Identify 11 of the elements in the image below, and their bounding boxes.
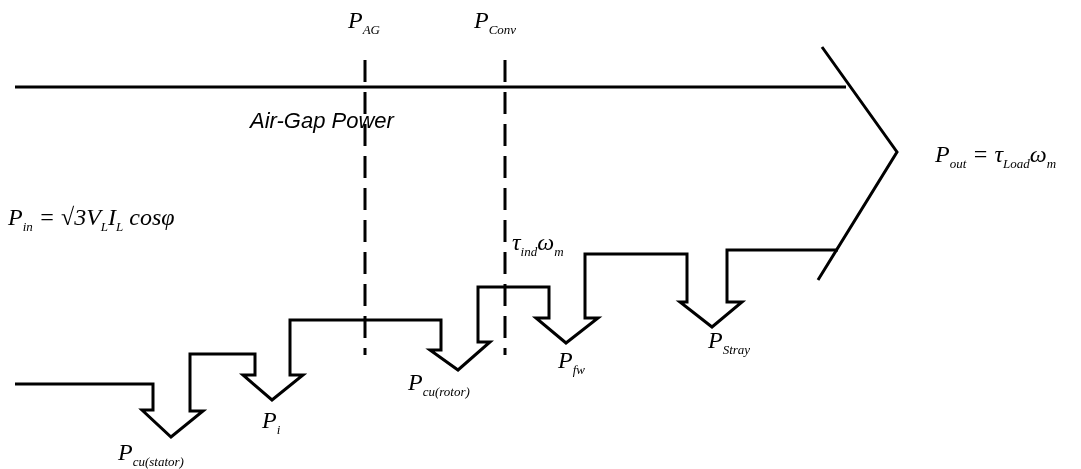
power-label: P$_{i}$ [262, 408, 281, 436]
power-label: τ$_{ind}$ω$_{m}$ [512, 230, 564, 258]
formula-label: P$_{in}$ = √3V$_{L}$I$_{L}$ cosφ [8, 205, 175, 233]
power-label: P$_{fw}$ [558, 348, 585, 376]
power-label: P$_{Stray}$ [708, 328, 751, 356]
power-label: P$_{cu(rotor)}$ [408, 370, 470, 398]
band-label: Air-Gap Power [250, 110, 394, 132]
power-label: P$_{Conv}$ [474, 8, 517, 36]
formula-label: P$_{out}$ = τ$_{Load}$ω$_{m}$ [935, 142, 1057, 170]
power-label: P$_{cu(stator)}$ [118, 440, 184, 468]
power-label: P$_{AG}$ [348, 8, 380, 36]
